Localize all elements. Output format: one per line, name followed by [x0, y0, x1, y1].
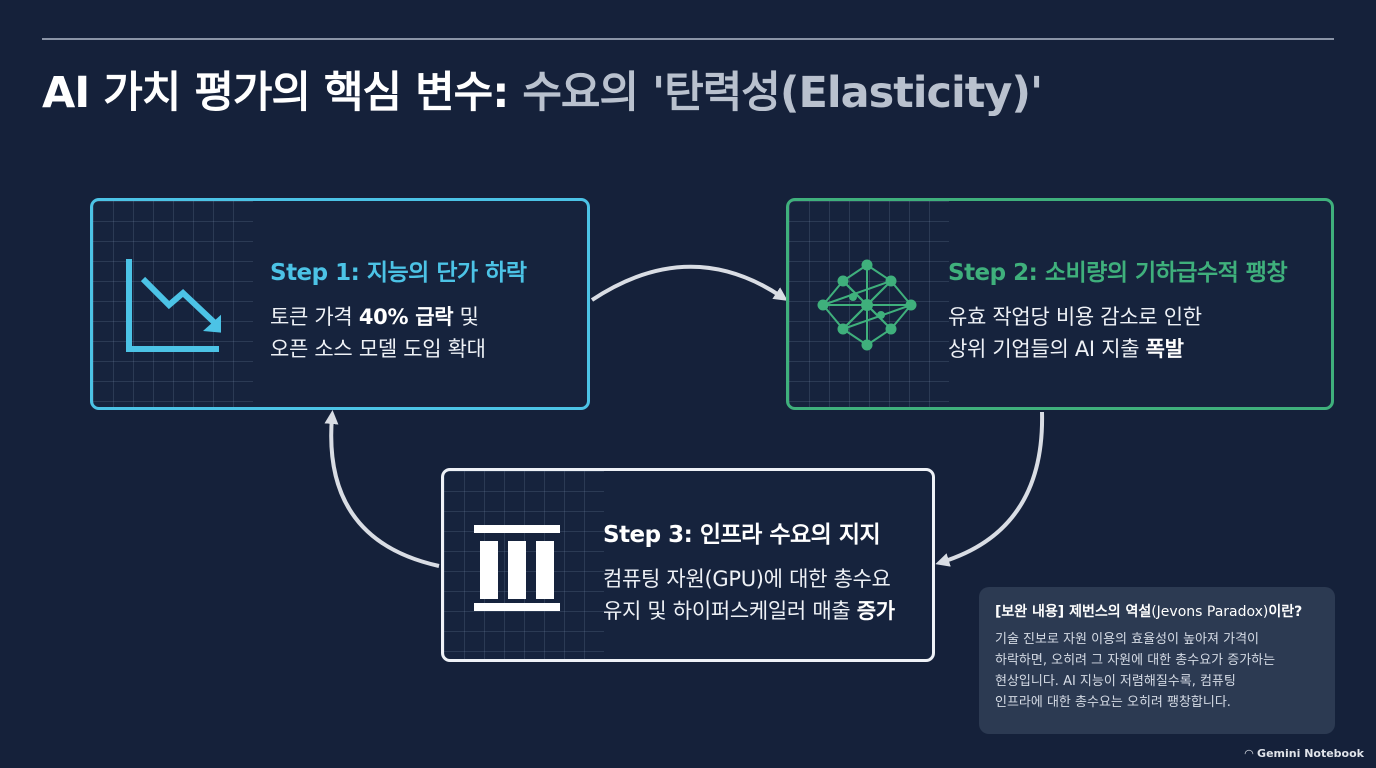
page-title: AI 가치 평가의 핵심 변수: 수요의 '탄력성(Elasticity)' — [42, 58, 1043, 120]
gemini-logo-icon: ◠ — [1244, 747, 1254, 760]
title-sub: 수요의 '탄력성(Elasticity)' — [522, 68, 1043, 118]
note-line: 현상입니다. AI 지능이 저렴해질수록, 컴퓨팅 — [995, 674, 1236, 689]
arrow-step3-to-step1 — [324, 410, 440, 568]
network-icon — [817, 259, 917, 351]
pillars-icon — [474, 525, 560, 611]
arrow-step2-to-step3 — [935, 411, 1045, 567]
note-title: [보완 내용] 제번스의 역설(Jevons Paradox)이란? — [995, 604, 1303, 620]
step1-card: Step 1: 지능의 단가 하락 토큰 가격 40% 급락 및 오픈 소스 모… — [90, 198, 590, 410]
note-line: 하락하면, 오히려 그 자원에 대한 총수요가 증가하는 — [995, 653, 1276, 668]
step2-card: Step 2: 소비량의 기하급수적 팽창 유효 작업당 비용 감소로 인한 상… — [786, 198, 1334, 410]
note-line: 기술 진보로 자원 이용의 효율성이 높아져 가격이 — [995, 632, 1259, 647]
brand-watermark: ◠ Gemini Notebook — [1244, 747, 1364, 760]
note-line: 인프라에 대한 총수요는 오히려 팽창합니다. — [995, 695, 1231, 710]
step3-line2: 유지 및 하이퍼스케일러 매출 증가 — [603, 599, 895, 623]
step3-card: Step 3: 인프라 수요의 지지 컴퓨팅 자원(GPU)에 대한 총수요 유… — [441, 468, 935, 662]
step1-title: Step 1: 지능의 단가 하락 — [270, 260, 527, 286]
step1-line1: 토큰 가격 40% 급락 및 — [270, 305, 479, 329]
step2-line2: 상위 기업들의 AI 지출 폭발 — [948, 337, 1184, 361]
jevons-paradox-note: [보완 내용] 제번스의 역설(Jevons Paradox)이란? 기술 진보… — [979, 587, 1335, 734]
step2-title: Step 2: 소비량의 기하급수적 팽창 — [948, 260, 1288, 286]
note-body: 기술 진보로 자원 이용의 효율성이 높아져 가격이 하락하면, 오히려 그 자… — [995, 629, 1319, 713]
step2-line1: 유효 작업당 비용 감소로 인한 — [948, 305, 1202, 329]
step3-line1: 컴퓨팅 자원(GPU)에 대한 총수요 — [603, 567, 891, 591]
declining-chart-icon — [126, 259, 221, 352]
step1-line2: 오픈 소스 모델 도입 확대 — [270, 337, 486, 361]
top-divider — [42, 38, 1334, 40]
title-main: AI 가치 평가의 핵심 변수: — [42, 68, 523, 118]
arrow-step1-to-step2 — [590, 264, 788, 302]
step3-title: Step 3: 인프라 수요의 지지 — [603, 522, 881, 548]
